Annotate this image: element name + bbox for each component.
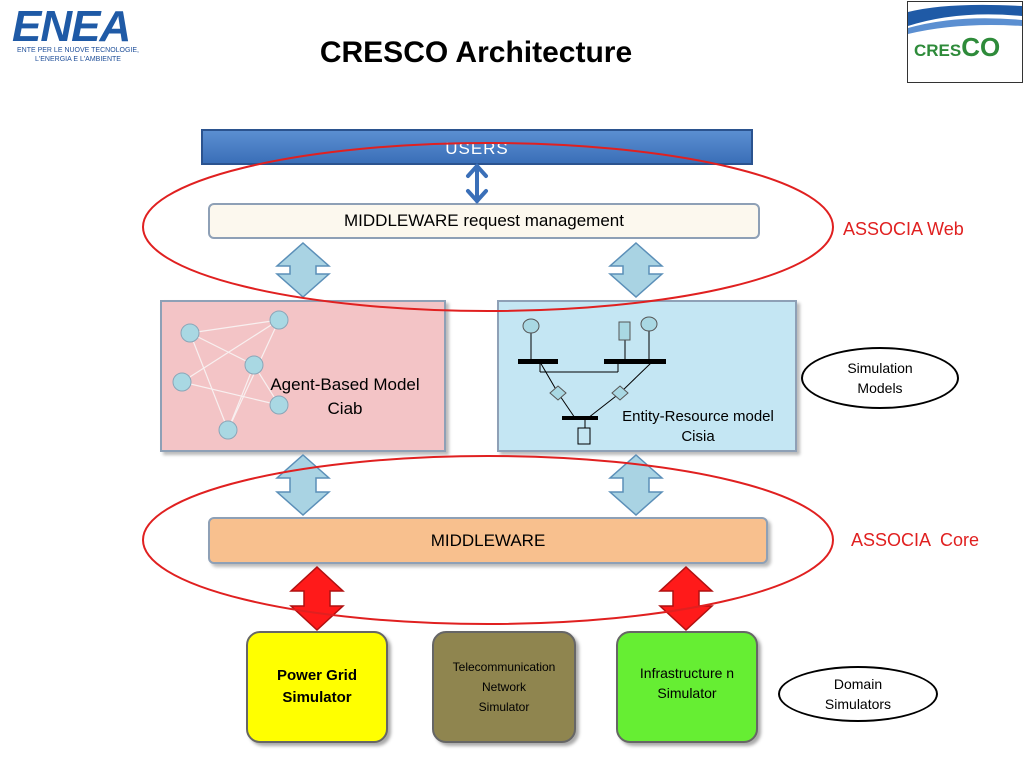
enea-logo: ENEA ENTE PER LE NUOVE TECNOLOGIE, L'ENE… <box>4 2 144 68</box>
associa-core-label: ASSOCIA Core <box>851 530 980 550</box>
agent-node <box>244 355 264 375</box>
domain-simulators-bubble: Domain Simulators <box>778 666 938 722</box>
entity-resource-bars <box>518 359 666 420</box>
entity-node <box>522 318 540 334</box>
entity-resource-nodes <box>522 316 658 445</box>
red-double-arrow-icon <box>289 565 345 632</box>
power-grid-simulator-box: Power Grid Simulator <box>246 631 388 743</box>
enea-logo-text: ENEA <box>12 2 131 51</box>
agent-based-model-name: Ciab <box>327 399 363 418</box>
double-arrow-icon <box>275 453 331 517</box>
middleware-request-management-box: MIDDLEWARE request management <box>208 203 760 239</box>
telecom-sim-line3: Simulator <box>478 700 530 714</box>
power-sim-line1: Power Grid <box>276 667 358 684</box>
cresco-logo: CRESCO <box>907 1 1023 83</box>
entity-node <box>640 316 658 332</box>
light-double-arrows <box>275 241 664 517</box>
infra-sim-line1: Infrastructure n <box>639 665 735 681</box>
middleware-core-box: MIDDLEWARE <box>208 517 768 564</box>
entity-resource-model-label: Entity-Resource model Cisia <box>600 407 796 447</box>
agent-node <box>218 420 238 440</box>
double-arrow-icon <box>275 241 331 299</box>
cresco-logo-swoosh <box>908 4 1022 34</box>
agent-node <box>180 323 200 343</box>
double-arrow-icon <box>608 453 664 517</box>
associa-web-ellipse <box>142 142 834 312</box>
users-middleware-arrow <box>466 163 488 204</box>
simulation-models-bubble: Simulation Models <box>801 347 959 409</box>
enea-subtitle-line1: ENTE PER LE NUOVE TECNOLOGIE, <box>16 47 139 54</box>
simulation-models-line2: Models <box>857 380 903 396</box>
domain-simulators-line2: Simulators <box>824 696 892 712</box>
agent-network-nodes <box>172 310 289 440</box>
associa-web-label: ASSOCIA Web <box>843 219 964 239</box>
red-double-arrow-icon <box>658 565 714 632</box>
simulation-models-line1: Simulation <box>847 360 913 376</box>
telecom-network-simulator-box: Telecommunication Network Simulator <box>432 631 576 743</box>
entity-resource <box>618 321 631 341</box>
infrastructure-simulator-box: Infrastructure n Simulator <box>616 631 758 743</box>
agent-node <box>172 372 192 392</box>
page-title: CRESCO Architecture <box>319 36 633 69</box>
agent-node <box>269 395 289 415</box>
power-sim-line2: Simulator <box>282 689 352 706</box>
telecom-sim-line2: Network <box>481 680 526 694</box>
domain-simulators-line1: Domain <box>833 676 883 692</box>
telecom-sim-line1: Telecommunication <box>452 660 556 674</box>
agent-based-model-title: Agent-Based Model <box>270 375 420 394</box>
double-arrow-icon <box>608 241 664 299</box>
entity-diamond <box>549 385 567 401</box>
entity-resource-model-title: Entity-Resource model <box>622 408 774 425</box>
associa-core-ellipse <box>142 455 834 625</box>
agent-based-model-box <box>160 300 446 452</box>
cresco-logo-text: CRESCO <box>914 32 1001 62</box>
entity-resource-model-name: Cisia <box>681 428 715 445</box>
entity-diamond <box>611 385 629 401</box>
enea-logo-subtitle: ENTE PER LE NUOVE TECNOLOGIE, L'ENERGIA … <box>8 46 148 64</box>
agent-node <box>269 310 289 330</box>
enea-subtitle-line2: L'ENERGIA E L'AMBIENTE <box>35 56 121 63</box>
agent-based-model-label: Agent-Based Model Ciab <box>248 373 442 421</box>
entity-resource <box>577 427 591 445</box>
infra-sim-line2: Simulator <box>657 685 717 701</box>
red-double-arrows <box>289 565 714 632</box>
